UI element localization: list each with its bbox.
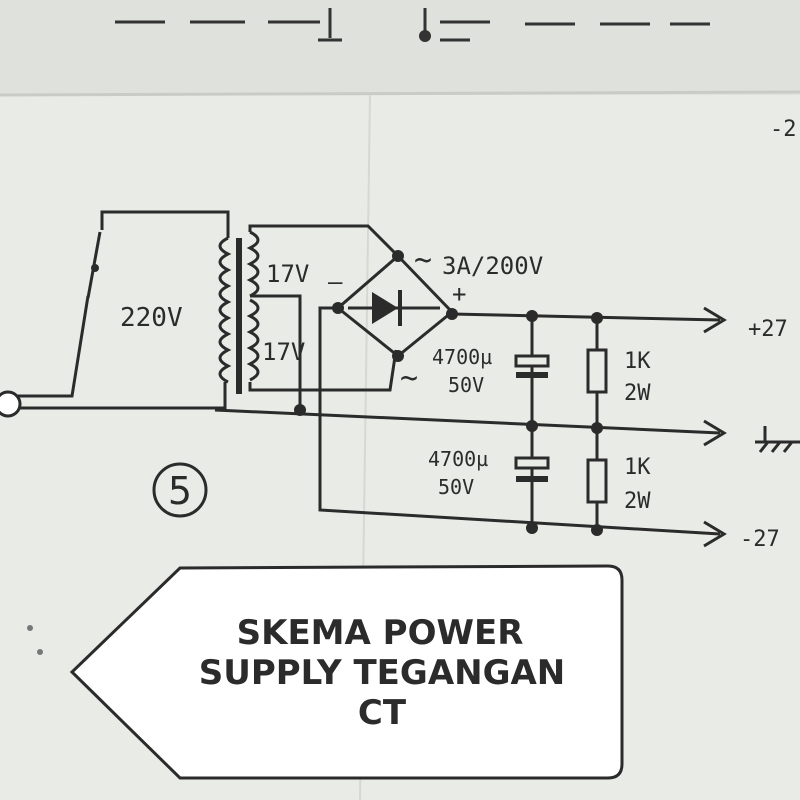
transformer-core (236, 238, 242, 394)
resistor-bottom (586, 458, 608, 504)
cap-bottom-voltage-label: 50V (438, 475, 474, 499)
paper-fold-line (0, 90, 800, 97)
figure-number: 5 (168, 469, 192, 513)
output-negative-label: -27 (740, 527, 780, 552)
plug-terminal (0, 390, 22, 418)
ac-tilde-top: ~ (414, 243, 432, 278)
res-top-value-label: 1K (624, 349, 651, 374)
secondary-top-label: 17V (266, 260, 309, 288)
res-bottom-power-label: 2W (624, 489, 651, 514)
minus-sign: – (328, 268, 343, 296)
banner-shape (69, 564, 624, 780)
cap-top-value-label: 4700µ (432, 345, 492, 369)
secondary-coil-top (246, 230, 260, 298)
cap-bottom-value-label: 4700µ (428, 447, 488, 471)
resistor-top (586, 348, 608, 394)
cap-top-voltage-label: 50V (448, 373, 484, 397)
ground-symbol (755, 426, 800, 453)
capacitor-bottom (514, 456, 550, 482)
capacitor-top (514, 354, 550, 378)
plus-sign: + (452, 280, 466, 308)
junction-dots (294, 310, 603, 536)
secondary-coil-bottom (246, 298, 260, 382)
secondary-bottom-label: 17V (262, 338, 305, 366)
banner-line-1: SKEMA POWER (237, 613, 524, 653)
primary-voltage-label: 220V (120, 303, 183, 333)
bridge-rectifier (332, 250, 458, 362)
banner-line-3: CT (358, 693, 407, 733)
top-right-fragment: -2 (770, 117, 797, 142)
banner-line-2: SUPPLY TEGANGAN (199, 653, 566, 693)
ac-tilde-bottom: ~ (400, 361, 418, 396)
res-top-power-label: 2W (624, 381, 651, 406)
res-bottom-value-label: 1K (624, 455, 651, 480)
output-arrows (703, 306, 727, 548)
top-ground-dot (419, 30, 431, 42)
top-dashed-line (115, 8, 710, 42)
paper-speck (27, 625, 33, 631)
primary-coil (218, 236, 232, 384)
paper-fold-shade (0, 0, 800, 95)
paper-speck (37, 649, 43, 655)
title-banner: SKEMA POWER SUPPLY TEGANGAN CT (69, 564, 624, 780)
switch-pivot (91, 264, 99, 272)
figure-number-badge: 5 (152, 462, 208, 518)
output-positive-label: +27 (748, 317, 788, 342)
bridge-rating-label: 3A/200V (442, 252, 543, 280)
